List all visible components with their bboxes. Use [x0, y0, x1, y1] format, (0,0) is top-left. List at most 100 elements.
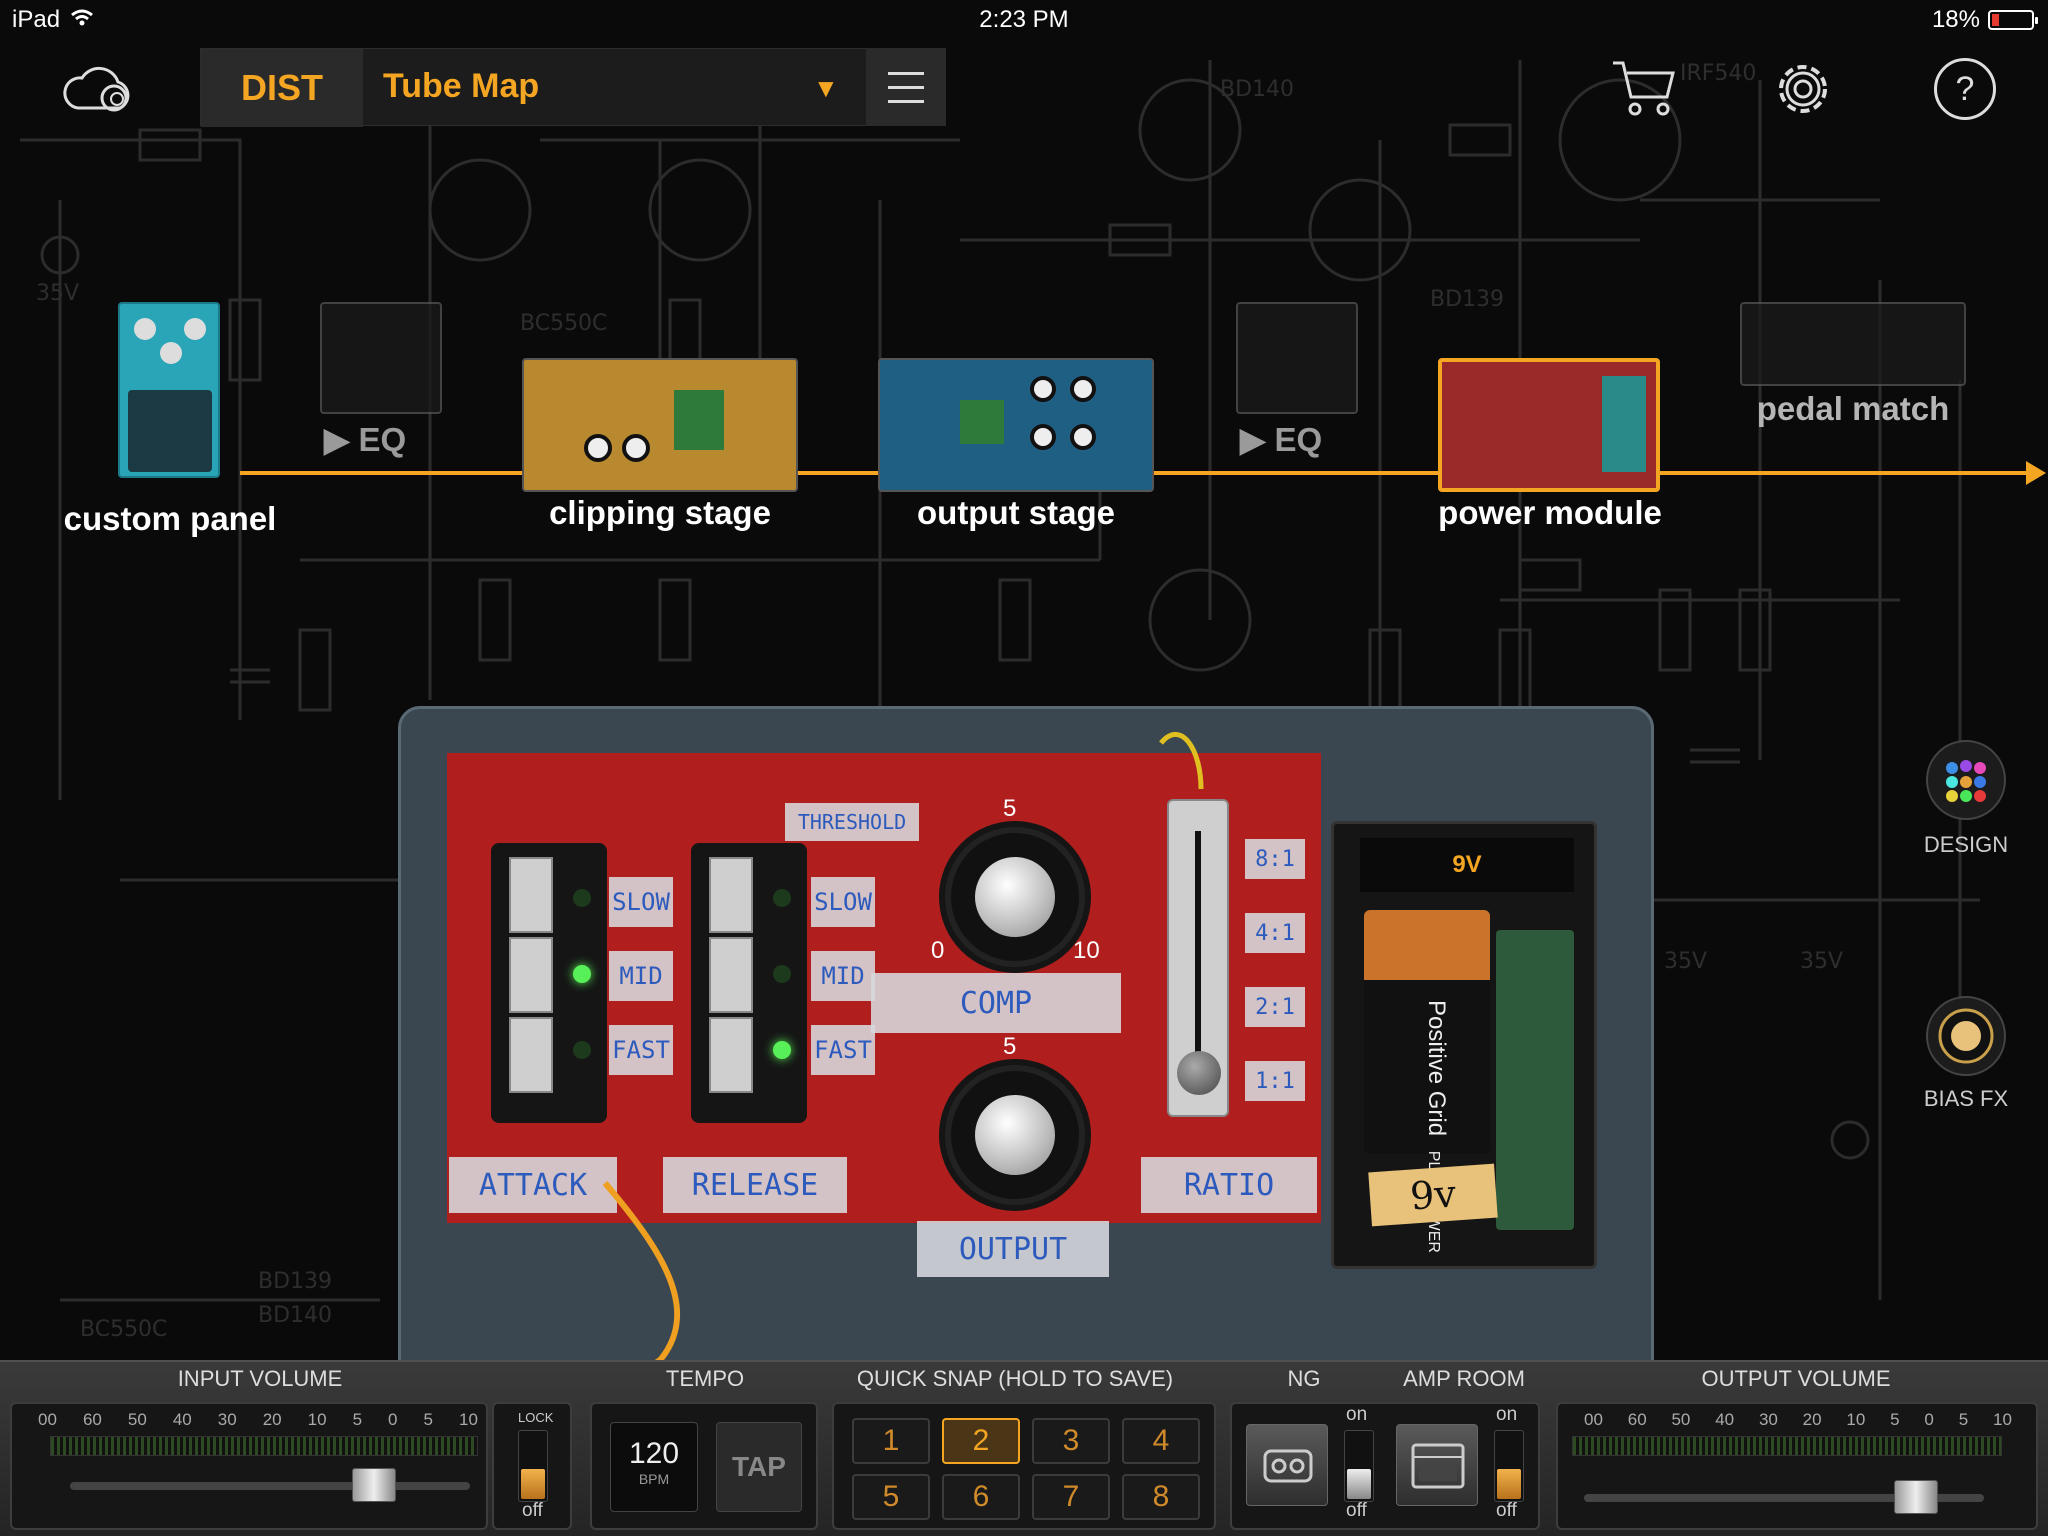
output-stage-label: output stage: [917, 494, 1115, 531]
svg-text:BD140: BD140: [1220, 77, 1294, 102]
release-led-mid: [773, 965, 791, 983]
output-volume-title: OUTPUT VOLUME: [1701, 1366, 1891, 1391]
output-knob-mid: 5: [1003, 1033, 1017, 1060]
attack-led-mid: [573, 965, 591, 983]
bpm-display[interactable]: 120 BPM: [610, 1422, 698, 1512]
preset-selector[interactable]: DIST Tube Map ▼: [200, 48, 946, 127]
tap-button[interactable]: TAP: [716, 1422, 802, 1512]
bias-fx-icon: [1938, 1008, 1994, 1064]
attack-fast-label: FAST: [609, 1025, 673, 1075]
ng-on-label: on: [1346, 1404, 1368, 1425]
cart-button[interactable]: [1606, 54, 1682, 124]
eq-label-1[interactable]: ▶ EQ: [324, 421, 407, 458]
snap-button-1[interactable]: 1: [852, 1418, 930, 1464]
ratio-4-label: 4:1: [1245, 913, 1305, 953]
bpm-unit: BPM: [638, 1471, 670, 1487]
ratio-slider-handle[interactable]: [1177, 1051, 1221, 1095]
pedal-match-module[interactable]: [1740, 302, 1966, 386]
comp-knob[interactable]: [945, 827, 1085, 967]
eq-module-1[interactable]: [320, 302, 442, 414]
pedal-match-label[interactable]: pedal match: [1756, 390, 1950, 427]
release-switch[interactable]: [691, 843, 807, 1123]
attack-led-slow: [573, 889, 591, 907]
amp-room-toggle[interactable]: [1494, 1430, 1524, 1502]
snap-button-4[interactable]: 4: [1122, 1418, 1200, 1464]
cloud-icon[interactable]: [62, 62, 138, 118]
amp-room-off-label: off: [1496, 1500, 1517, 1521]
input-volume-slider[interactable]: [70, 1468, 470, 1502]
quick-snap-title: QUICK SNAP (HOLD TO SAVE): [856, 1366, 1174, 1391]
noise-gate-button[interactable]: [1246, 1424, 1328, 1506]
lock-toggle[interactable]: [518, 1430, 548, 1502]
preset-category[interactable]: DIST: [201, 49, 363, 127]
help-button[interactable]: ?: [1934, 58, 1996, 120]
custom-panel-label: custom panel: [63, 500, 277, 537]
attack-switch[interactable]: [491, 843, 607, 1123]
ratio-2-label: 2:1: [1245, 987, 1305, 1027]
output-level-meter: [1572, 1436, 2002, 1456]
ratio-slider[interactable]: [1167, 799, 1229, 1117]
clipping-stage-module[interactable]: [522, 358, 798, 492]
output-volume-well: [1556, 1402, 2038, 1530]
status-right: 18%: [1931, 6, 2038, 34]
svg-text:IRF540: IRF540: [1680, 61, 1756, 86]
menu-button[interactable]: [866, 48, 946, 126]
status-time: 2:23 PM: [979, 6, 1069, 33]
amp-room-button[interactable]: [1396, 1424, 1478, 1506]
preset-dropdown-icon[interactable]: ▼: [813, 73, 839, 103]
snap-button-8[interactable]: 8: [1122, 1474, 1200, 1520]
bias-fx-button[interactable]: [1926, 996, 2006, 1076]
preset-name[interactable]: Tube Map: [383, 67, 540, 105]
output-knob[interactable]: [945, 1065, 1085, 1205]
release-switch-fast[interactable]: [709, 1017, 753, 1093]
ng-title: NG: [1287, 1366, 1321, 1391]
snap-button-3[interactable]: 3: [1032, 1418, 1110, 1464]
amp-icon: [1411, 1443, 1465, 1489]
attack-switch-slow[interactable]: [509, 857, 553, 933]
svg-text:BD139: BD139: [258, 1269, 332, 1294]
eq-module-2[interactable]: [1236, 302, 1358, 414]
palette-icon: [1946, 760, 1986, 802]
comp-label: COMP: [871, 973, 1121, 1033]
clipping-stage-label: clipping stage: [549, 494, 771, 531]
comp-knob-mid: 5: [1003, 795, 1017, 822]
ng-toggle[interactable]: [1344, 1430, 1374, 1502]
battery-percent: 18%: [1931, 6, 1980, 33]
ratio-8-label: 8:1: [1245, 839, 1305, 879]
device-name: iPad: [12, 6, 61, 33]
output-volume-thumb[interactable]: [1894, 1480, 1938, 1514]
snap-button-6[interactable]: 6: [942, 1474, 1020, 1520]
output-label: OUTPUT: [917, 1221, 1109, 1277]
amp-room-title: AMP ROOM: [1403, 1366, 1525, 1391]
attack-switch-fast[interactable]: [509, 1017, 553, 1093]
svg-text:35V: 35V: [36, 281, 79, 306]
settings-button[interactable]: [1770, 56, 1836, 122]
snap-button-5[interactable]: 5: [852, 1474, 930, 1520]
pedal-panel: SLOW MID FAST SLOW MID FAST ATTACK RELEA…: [398, 706, 1654, 1406]
release-switch-slow[interactable]: [709, 857, 753, 933]
output-stage-module[interactable]: [878, 358, 1154, 492]
snap-button-7[interactable]: 7: [1032, 1474, 1110, 1520]
custom-panel-module[interactable]: [118, 302, 220, 478]
release-led-slow: [773, 889, 791, 907]
battery-voltage-label: 9V: [1360, 838, 1574, 892]
battery-icon: [1988, 10, 2038, 30]
wifi-icon: [70, 6, 94, 34]
release-switch-mid[interactable]: [709, 937, 753, 1013]
svg-text:35V: 35V: [1664, 949, 1707, 974]
battery-pcb: [1496, 930, 1574, 1230]
signal-chain-arrow: [2026, 461, 2046, 485]
attack-switch-mid[interactable]: [509, 937, 553, 1013]
output-volume-slider[interactable]: [1584, 1480, 1984, 1514]
help-icon: ?: [1955, 69, 1975, 108]
bpm-value: 120: [628, 1437, 680, 1470]
power-module[interactable]: [1438, 358, 1660, 492]
snap-button-2[interactable]: 2: [942, 1418, 1020, 1464]
design-button[interactable]: [1926, 740, 2006, 820]
eq-label-2[interactable]: ▶ EQ: [1240, 421, 1323, 458]
input-volume-thumb[interactable]: [352, 1468, 396, 1502]
ratio-label: RATIO: [1141, 1157, 1317, 1213]
battery-fill: [1992, 14, 1999, 26]
